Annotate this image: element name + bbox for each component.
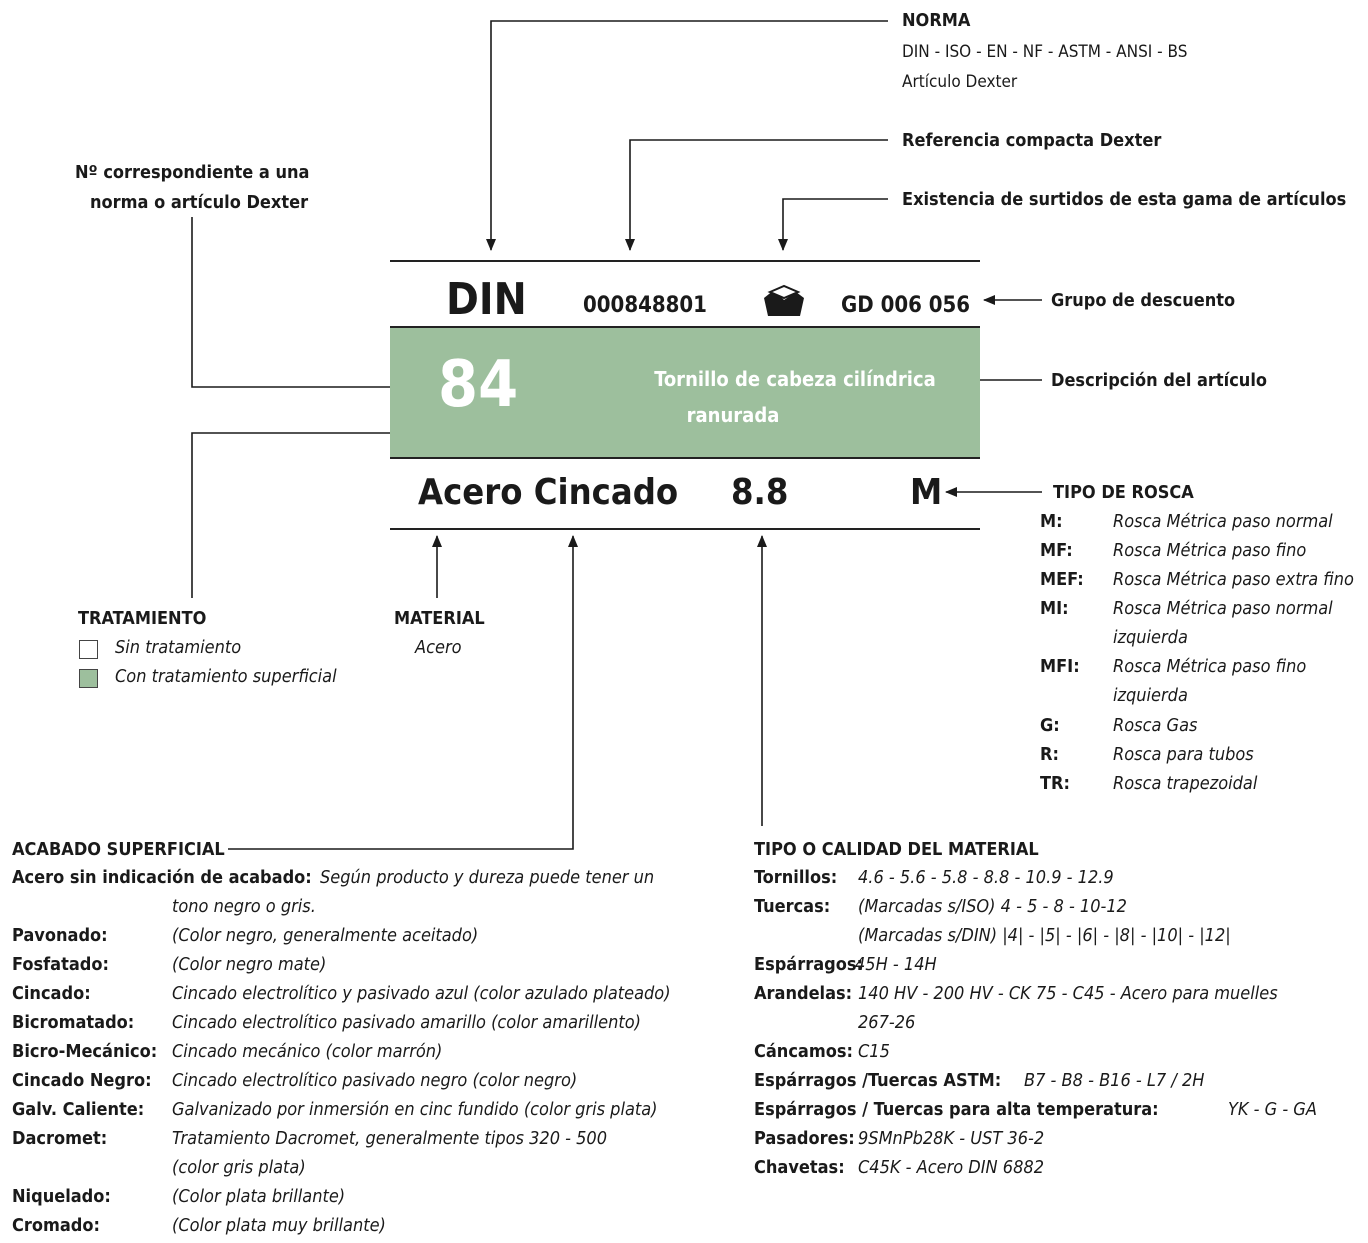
calidad-item: 267-26 (858, 1012, 916, 1033)
calidad-item: Espárragos: 45H - 14H (754, 954, 937, 975)
acabado-item: Galv. Caliente: Galvanizado por inmersió… (12, 1099, 658, 1120)
acabado-item: Cromado: (Color plata muy brillante) (12, 1215, 386, 1236)
norma-dexter: Artículo Dexter (902, 72, 1018, 92)
material-value: Acero (415, 637, 462, 658)
card-bottom-rule (390, 528, 980, 530)
card-description-line1: Tornillo de cabeza cilíndrica (654, 367, 936, 391)
calidad-title: TIPO O CALIDAD DEL MATERIAL (754, 839, 1039, 860)
calidad-item: (Marcadas s/DIN) |4| - |5| - |6| - |8| -… (858, 925, 1231, 946)
descripcion-label: Descripción del artículo (1051, 370, 1267, 391)
acabado-item: Niquelado: (Color plata brillante) (12, 1186, 346, 1207)
acabado-item: tono negro o gris. (172, 896, 316, 917)
calidad-item: Tornillos: 4.6 - 5.6 - 5.8 - 8.8 - 10.9 … (754, 867, 1114, 888)
rosca-item: G: Rosca Gas (1040, 715, 1198, 736)
referencia-label: Referencia compacta Dexter (902, 130, 1162, 151)
card-top-rule (390, 260, 980, 262)
card-description-line2: ranurada (686, 403, 780, 427)
arrow-tratamiento (191, 428, 415, 598)
calidad-item: Espárragos / Tuercas para alta temperatu… (754, 1099, 1317, 1120)
sin-tratamiento-label: Sin tratamiento (115, 637, 242, 658)
calidad-item: Chavetas: C45K - Acero DIN 6882 (754, 1157, 1045, 1178)
descuento-label: Grupo de descuento (1051, 290, 1236, 311)
numero-label-line2: norma o artículo Dexter (90, 192, 309, 213)
card-reference: 000848801 (583, 293, 707, 318)
acabado-item: Cincado Negro: Cincado electrolítico pas… (12, 1070, 578, 1091)
calidad-item: Pasadores: 9SMnPb28K - UST 36-2 (754, 1128, 1045, 1149)
acabado-item: Fosfatado: (Color negro mate) (12, 954, 327, 975)
rosca-item: TR: Rosca trapezoidal (1040, 773, 1258, 794)
arrow-surtidos (778, 198, 888, 251)
acabado-item: Bicromatado: Cincado electrolítico pasiv… (12, 1012, 641, 1033)
norma-title: NORMA (902, 10, 971, 31)
card-thread: M (910, 472, 943, 513)
rosca-item: MF: Rosca Métrica paso fino (1040, 540, 1307, 561)
tratamiento-title: TRATAMIENTO (78, 608, 207, 629)
rosca-item: MEF: Rosca Métrica paso extra fino (1040, 569, 1354, 590)
acabado-item: Bicro-Mecánico: Cincado mecánico (color … (12, 1041, 443, 1062)
calidad-item: Cáncamos: C15 (754, 1041, 890, 1062)
card-norm-number: 84 (438, 348, 519, 422)
rosca-item: izquierda (1113, 685, 1188, 706)
card-material: Acero Cincado (418, 472, 679, 513)
surtidos-label: Existencia de surtidos de esta gama de a… (902, 189, 1347, 210)
calidad-item: Tuercas: (Marcadas s/ISO) 4 - 5 - 8 - 10… (754, 896, 1127, 917)
con-tratamiento-label: Con tratamiento superficial (115, 666, 337, 687)
acabado-item: Dacromet: Tratamiento Dacromet, generalm… (12, 1128, 608, 1149)
rosca-title: TIPO DE ROSCA (1053, 482, 1194, 503)
material-title: MATERIAL (394, 608, 485, 629)
description-band (390, 326, 980, 459)
acabado-item: (color gris plata) (172, 1157, 306, 1178)
acabado-item: Acero sin indicación de acabado: Según p… (12, 867, 655, 888)
sin-tratamiento-swatch (79, 640, 98, 659)
card-discount-group: GD 006 056 (841, 293, 971, 318)
arrow-referencia (625, 139, 888, 251)
norma-list: DIN - ISO - EN - NF - ASTM - ANSI - BS (902, 42, 1188, 62)
card-grade: 8.8 (731, 472, 789, 513)
con-tratamiento-swatch (79, 669, 98, 688)
card-standard: DIN (446, 274, 527, 325)
calidad-item: Espárragos /Tuercas ASTM: B7 - B8 - B16 … (754, 1070, 1205, 1091)
rosca-item: M: Rosca Métrica paso normal (1040, 511, 1333, 532)
rosca-item: izquierda (1113, 627, 1188, 648)
rosca-item: R: Rosca para tubos (1040, 744, 1254, 765)
arrow-norma (486, 20, 888, 251)
numero-label-line1: Nº correspondiente a una (75, 162, 310, 183)
arrow-acabado (228, 535, 578, 850)
rosca-item: MFI: Rosca Métrica paso fino (1040, 656, 1307, 677)
rosca-item: MI: Rosca Métrica paso normal (1040, 598, 1333, 619)
arrow-numero (191, 217, 421, 392)
acabado-item: Pavonado: (Color negro, generalmente ace… (12, 925, 479, 946)
box-icon (764, 284, 804, 316)
calidad-item: Arandelas: 140 HV - 200 HV - CK 75 - C45… (754, 983, 1278, 1004)
acabado-item: Cincado: Cincado electrolítico y pasivad… (12, 983, 671, 1004)
acabado-title: ACABADO SUPERFICIAL (12, 839, 225, 860)
